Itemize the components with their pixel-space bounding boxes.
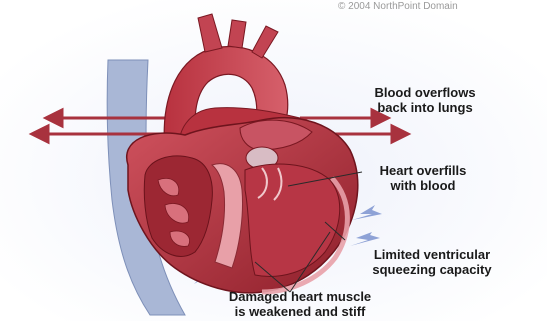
label-blood-overflows-line2: back into lungs: [345, 100, 505, 115]
label-blood-overflows: Blood overflows back into lungs: [345, 85, 505, 115]
label-blood-overflows-line1: Blood overflows: [345, 85, 505, 100]
label-heart-overfills-line1: Heart overfills: [358, 163, 488, 178]
label-damaged-muscle-line1: Damaged heart muscle: [200, 289, 400, 304]
label-limited-ventricular-line2: squeezing capacity: [342, 262, 522, 277]
copyright-text: © 2004 NorthPoint Domain: [338, 1, 458, 12]
label-damaged-muscle: Damaged heart muscle is weakened and sti…: [200, 289, 400, 319]
label-damaged-muscle-line2: is weakened and stiff: [200, 304, 400, 319]
label-limited-ventricular: Limited ventricular squeezing capacity: [342, 247, 522, 277]
label-limited-ventricular-line1: Limited ventricular: [342, 247, 522, 262]
label-heart-overfills: Heart overfills with blood: [358, 163, 488, 193]
label-heart-overfills-line2: with blood: [358, 178, 488, 193]
